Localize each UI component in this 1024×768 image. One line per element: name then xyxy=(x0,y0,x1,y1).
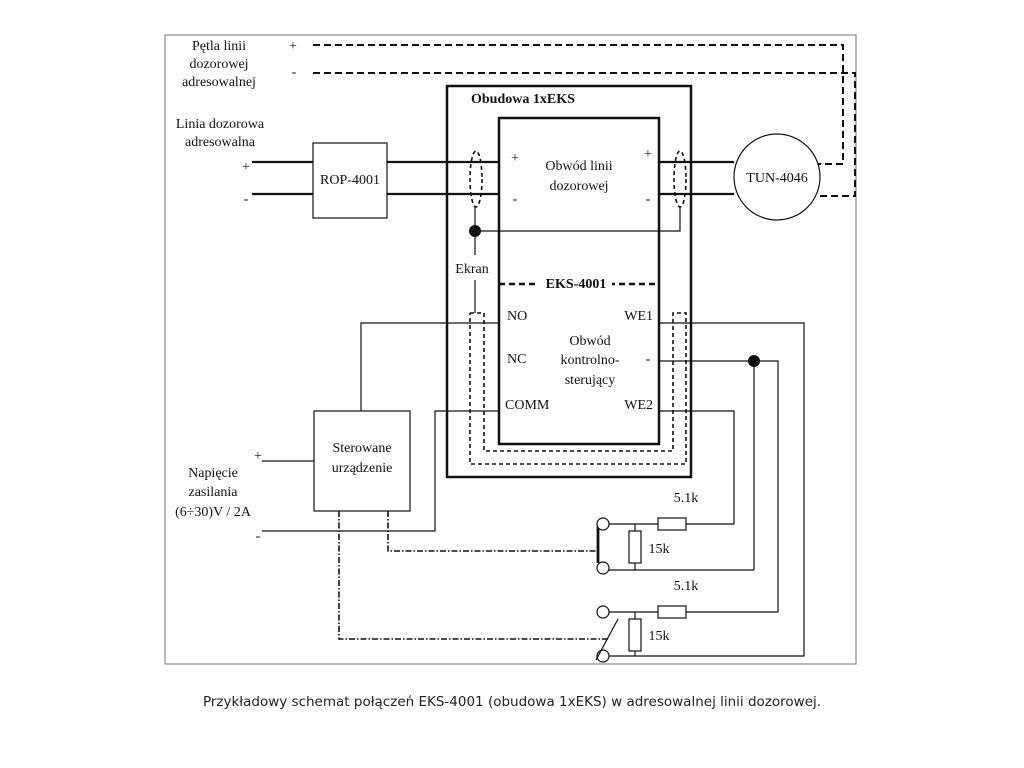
resistor-15k-1 xyxy=(628,530,642,564)
eks-4001-label: EKS-4001 xyxy=(546,277,607,292)
enclosure-box xyxy=(445,84,693,479)
resistor-15k-2 xyxy=(628,618,642,652)
shield-wires xyxy=(474,207,681,313)
resistor-5k1-1-label: 5.1k xyxy=(674,491,699,506)
we-junction-dot xyxy=(748,355,760,367)
resistor-5k1-2-label: 5.1k xyxy=(674,579,699,594)
lc-minus-left: - xyxy=(513,192,518,207)
terminal-we2: WE2 xyxy=(624,398,653,413)
supply-label-1: Napięcie xyxy=(188,466,238,481)
shield-dashed-loops xyxy=(469,312,687,465)
supply-minus: - xyxy=(256,529,261,544)
loop-minus: - xyxy=(292,65,297,80)
shield-junction-dot xyxy=(469,225,481,237)
controlled-device-label-2: urządzenie xyxy=(332,461,393,476)
resistor-15k-1-label: 15k xyxy=(649,542,670,557)
resistor-5k1-1 xyxy=(657,517,687,531)
eks-module-box xyxy=(497,116,661,446)
lc-plus-left: + xyxy=(511,151,519,166)
rop-4001-box xyxy=(312,142,388,219)
resistor-5k1-2 xyxy=(657,605,687,619)
loop-wires xyxy=(313,44,856,197)
enclosure-label: Obudowa 1xEKS xyxy=(471,92,575,107)
lc-plus-right: + xyxy=(644,147,652,162)
line-label-1: Linia dozorowa xyxy=(176,117,265,132)
loop-plus: + xyxy=(289,39,297,54)
loop-label-1: Pętla linii xyxy=(192,39,246,54)
lc-minus-right: - xyxy=(646,192,651,207)
line-plus: + xyxy=(242,160,250,175)
terminal-we1: WE1 xyxy=(624,309,653,324)
terminal-nc: NC xyxy=(507,352,526,367)
loop-label-2: dozorowej xyxy=(189,57,248,72)
diagram-caption: Przykładowy schemat połączeń EKS-4001 (o… xyxy=(202,694,822,710)
line-circuit-label-1: Obwód linii xyxy=(545,159,612,174)
terminal-we-minus: - xyxy=(646,352,651,367)
control-wires xyxy=(262,322,805,657)
rop-4001-label: ROP-4001 xyxy=(320,173,380,188)
control-circuit-label-2: kontrolno- xyxy=(560,353,619,368)
line-circuit-label-2: dozorowej xyxy=(549,179,608,194)
resistor-15k-2-label: 15k xyxy=(649,629,670,644)
controlled-device-box xyxy=(313,410,411,512)
terminal-no: NO xyxy=(507,309,527,324)
mechanical-links xyxy=(338,511,610,640)
control-circuit-label-1: Obwód xyxy=(569,334,610,349)
controlled-device-label-1: Sterowane xyxy=(332,441,391,456)
tun-4046-circle xyxy=(733,133,821,221)
tun-4046-label: TUN-4046 xyxy=(746,171,807,186)
eks-label-bg xyxy=(538,272,612,290)
supply-label-3: (6÷30)V / 2A xyxy=(175,505,252,520)
loop-label-3: adresowalnej xyxy=(182,75,256,90)
switch-1 xyxy=(596,517,658,575)
control-circuit-label-3: sterujący xyxy=(565,373,616,388)
line-wires xyxy=(252,160,734,196)
line-label-2: adresowalna xyxy=(185,135,256,150)
shield-label: Ekran xyxy=(455,262,488,277)
diagram-frame xyxy=(164,34,857,665)
switch-2 xyxy=(595,605,658,663)
supply-label-2: zasilania xyxy=(189,485,239,500)
supply-plus: + xyxy=(254,449,262,464)
shield-ellipse-left xyxy=(469,150,483,208)
terminal-comm: COMM xyxy=(505,398,550,413)
shield-ellipse-right xyxy=(673,150,687,208)
line-minus: - xyxy=(244,192,249,207)
